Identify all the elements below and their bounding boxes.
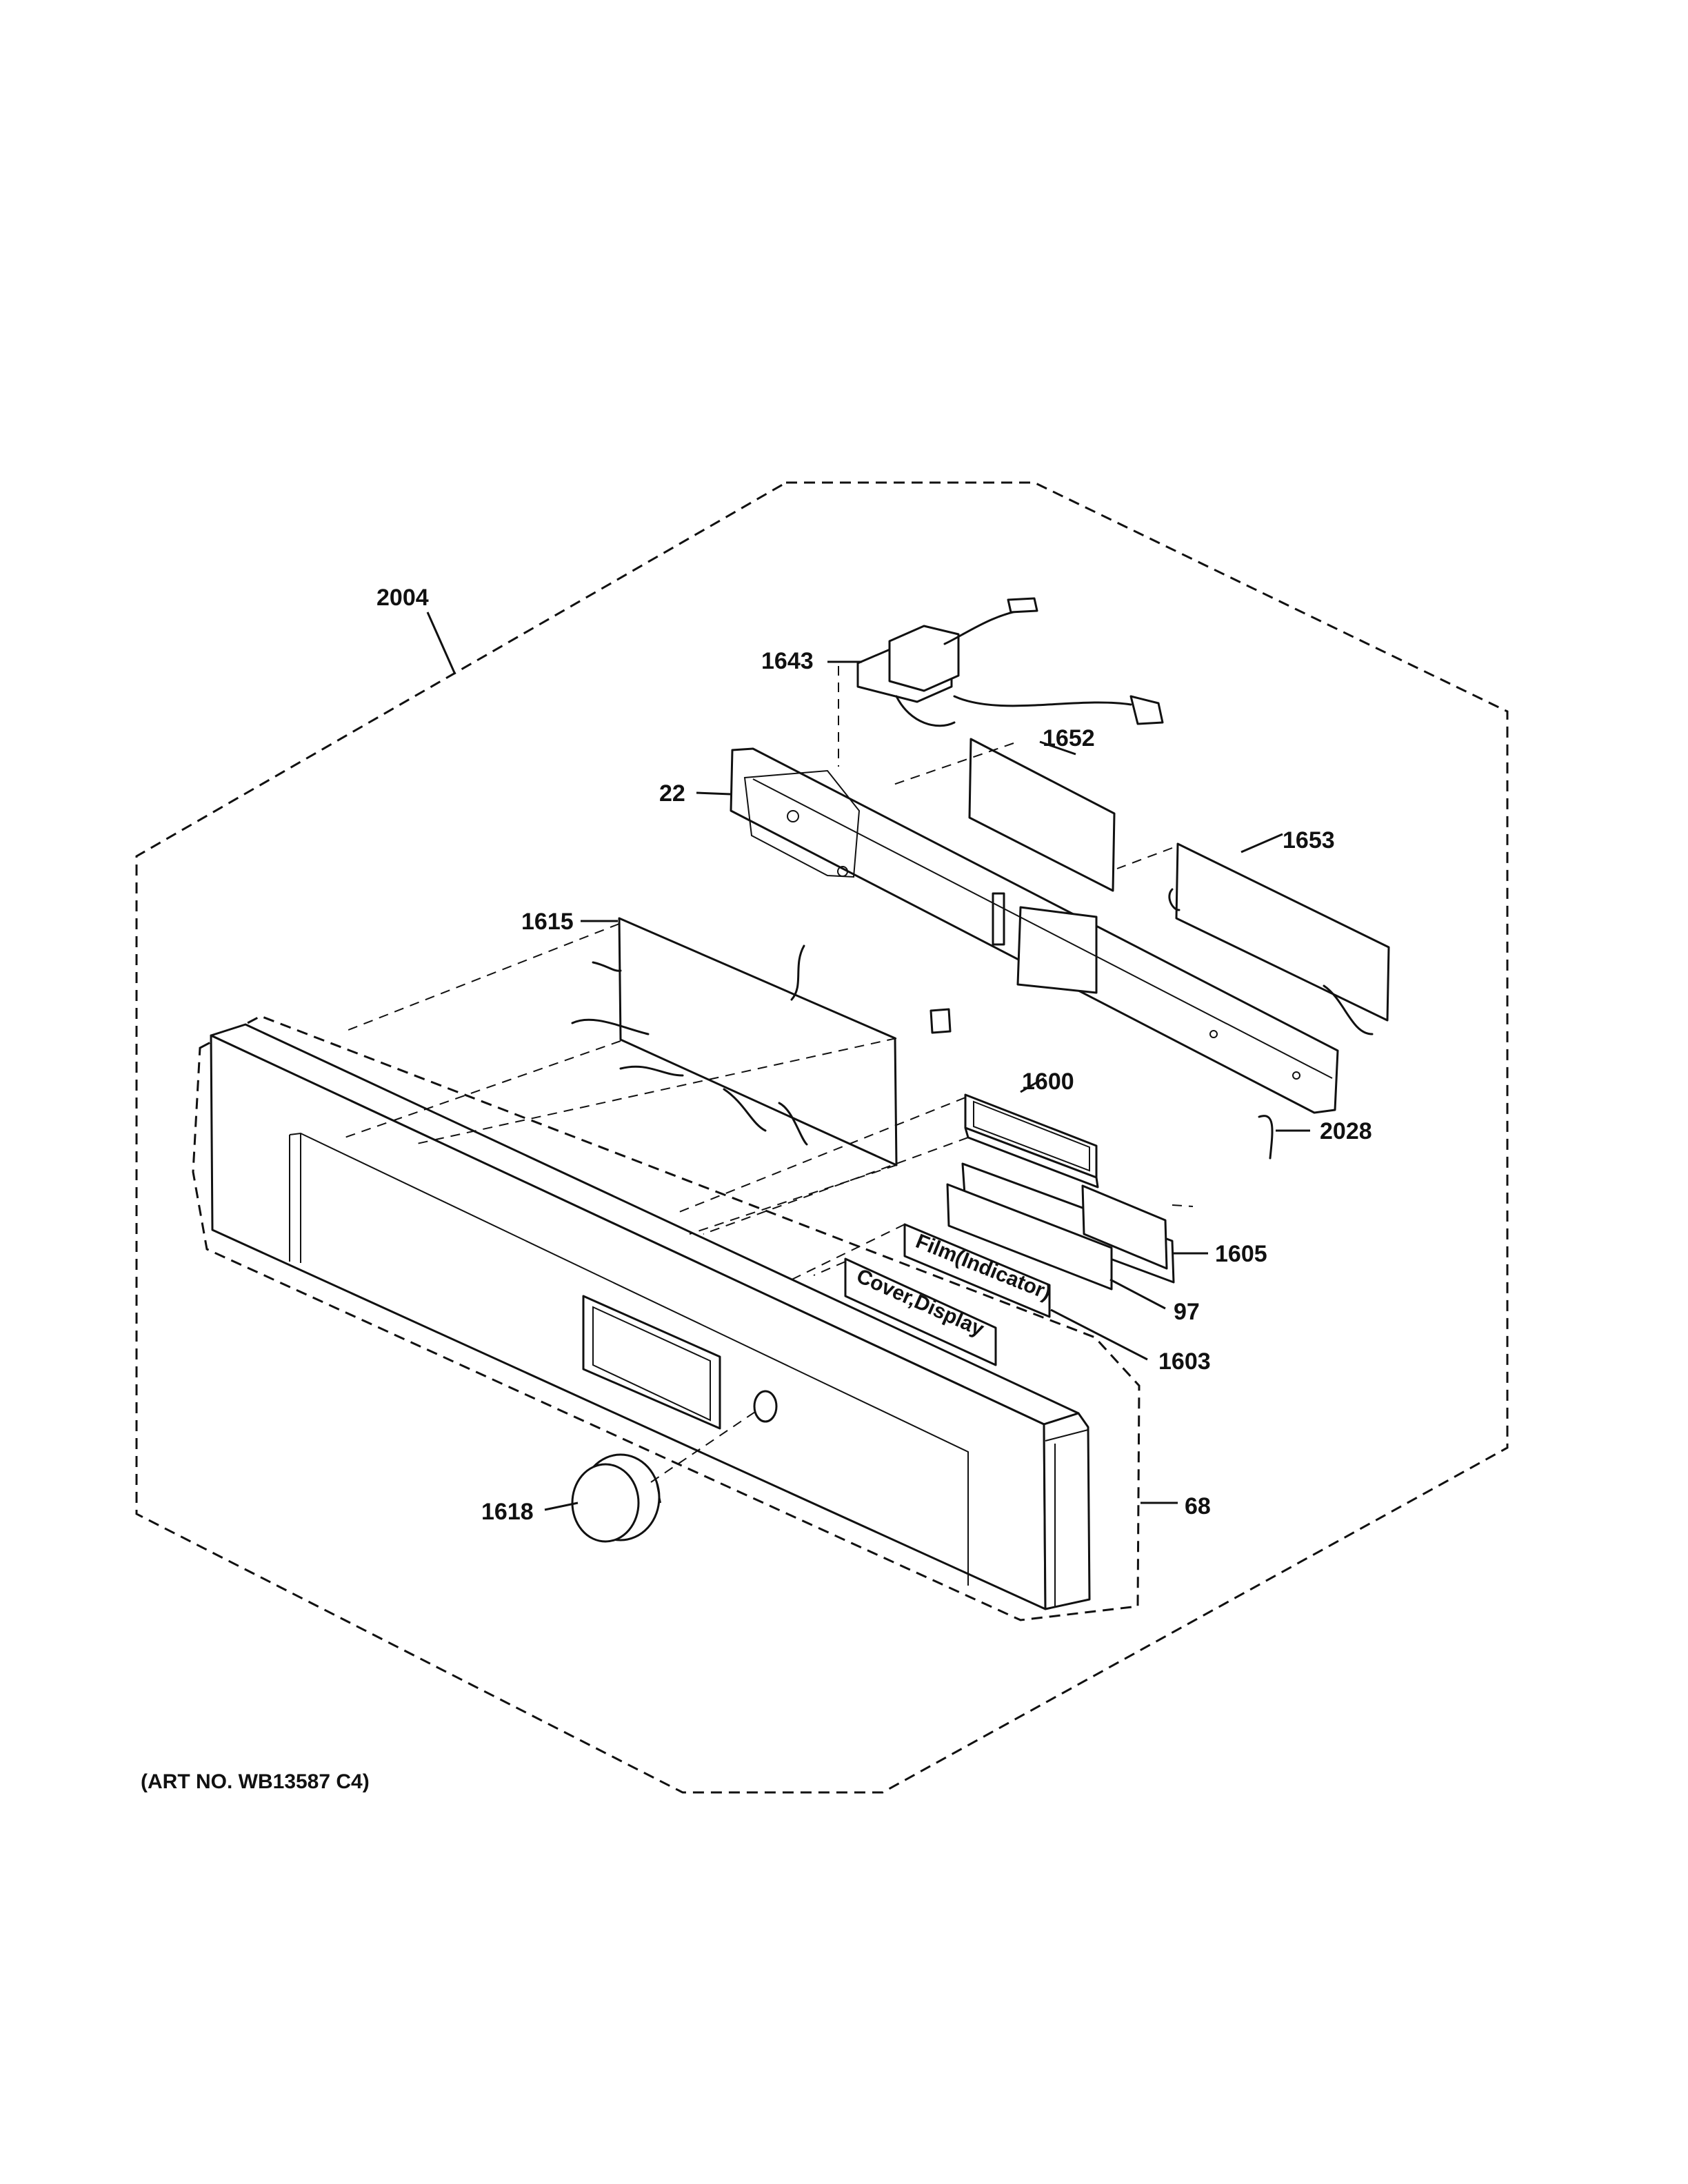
callout-1643: 1643 [761,648,814,674]
mounting-bracket-22 [730,747,1339,1114]
subassembly-boundary-68 [192,1015,1141,1621]
callout-1652: 1652 [1043,725,1095,751]
display-module-1600 [964,1093,1099,1189]
callout-1653: 1653 [1283,827,1335,853]
transformer-1643 [856,597,1164,727]
display-window [582,1295,721,1430]
callout-1618: 1618 [481,1499,534,1525]
callout-1615: 1615 [521,909,574,935]
alignment-lines [344,666,1194,1283]
board-1605 [946,1162,1175,1291]
connector-2028 [1258,1115,1274,1160]
callout-1605: 1605 [1215,1241,1267,1267]
callout-2004: 2004 [376,585,429,611]
callout-1603: 1603 [1158,1348,1211,1375]
callout-22: 22 [659,780,685,807]
callout-1600: 1600 [1022,1069,1074,1095]
knob-1618 [571,1453,661,1543]
board-1653 [1168,842,1390,1035]
knob-hole [753,1390,778,1423]
leader-lines [426,611,1310,1511]
callout-68: 68 [1185,1493,1211,1519]
callout-2028: 2028 [1320,1118,1372,1144]
board-1652 [968,738,1116,892]
assembly-boundary-2004 [135,481,1509,1794]
knob-alignment-line [650,1410,758,1483]
board-1615 [571,917,898,1166]
art-number: (ART NO. WB13587 C4) [141,1770,370,1793]
callout-97: 97 [1174,1299,1200,1325]
